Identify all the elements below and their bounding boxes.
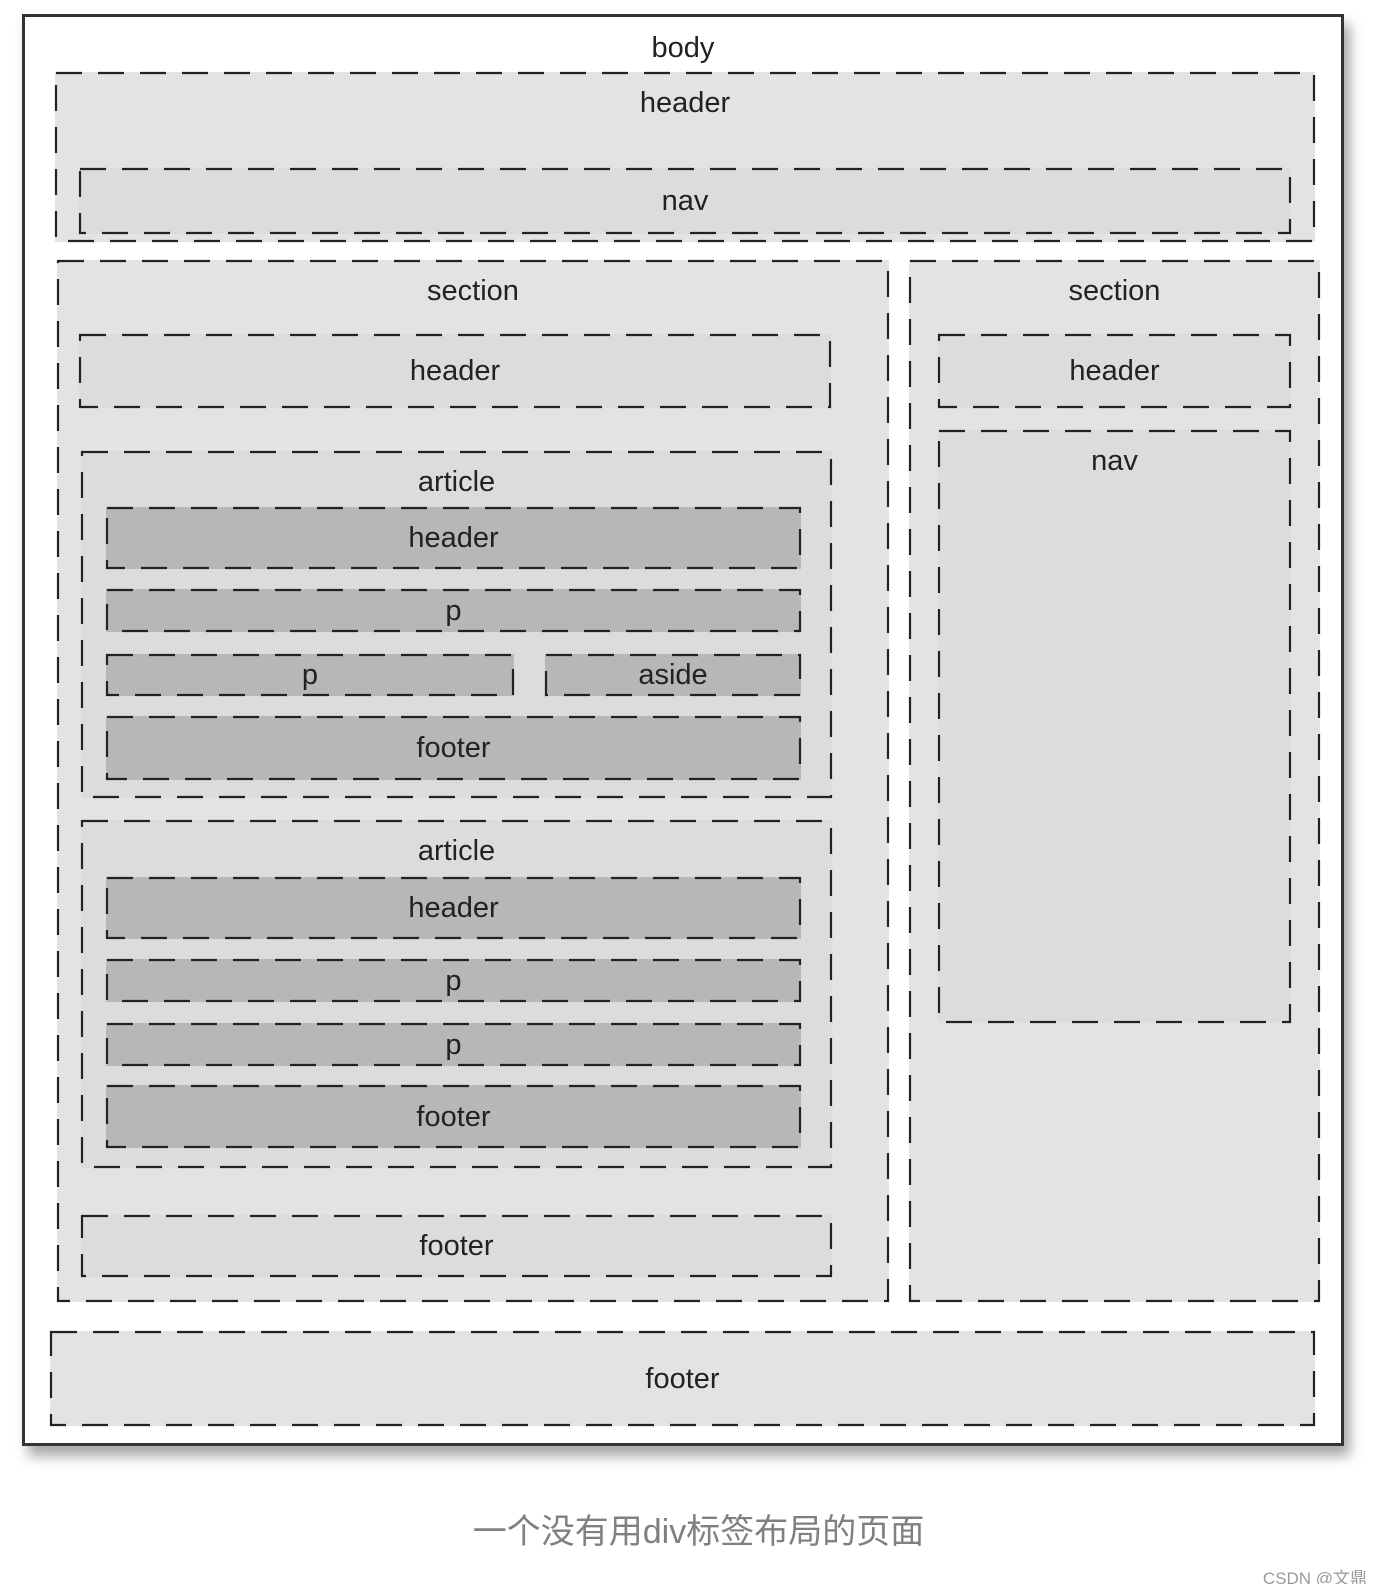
article1-p2-box: p [105, 653, 515, 697]
article1-label: article [417, 466, 496, 498]
main-section-label: section [427, 275, 519, 307]
article1-p2-label: p [301, 659, 319, 691]
article1-p1-label: p [445, 594, 462, 627]
article2-footer-label: footer [416, 1100, 491, 1133]
side-section-header-box: header [937, 333, 1292, 409]
main-section-footer-label: footer [419, 1230, 494, 1262]
page-header-label: header [639, 87, 731, 119]
side-section-header-label: header [1069, 355, 1160, 387]
article2-p1-box: p [105, 958, 802, 1003]
article2-footer-box: footer [105, 1084, 802, 1149]
main-section-header-label: header [409, 355, 501, 387]
watermark-text: CSDN @文鼎 [1262, 1569, 1367, 1584]
main-section-header-box: header [78, 333, 832, 409]
article2-label: article [417, 835, 496, 867]
article2-p2-label: p [445, 1028, 462, 1061]
body-label: body [651, 32, 715, 64]
side-section-nav-box: nav [937, 429, 1292, 1024]
article1-aside-box: aside [544, 653, 802, 697]
article1-p1-box: p [105, 588, 802, 633]
page-nav-label: nav [661, 185, 709, 217]
article2-p2-box: p [105, 1022, 802, 1067]
article2-header-label: header [408, 892, 499, 924]
article1-footer-label: footer [416, 732, 491, 764]
main-section-footer-box: footer [80, 1214, 833, 1278]
page-nav-box: nav [78, 167, 1292, 235]
article2-header-box: header [105, 876, 802, 940]
article1-footer-box: footer [105, 715, 802, 781]
side-section-label: section [1068, 275, 1161, 307]
figure-caption: 一个没有用div标签布局的页面 [472, 1513, 925, 1551]
dashed-outline [937, 429, 1292, 1024]
article1-header-label: header [408, 522, 499, 554]
article2-p1-label: p [445, 964, 462, 997]
article1-header-box: header [105, 506, 802, 570]
side-section-nav-label: nav [1091, 445, 1138, 477]
page-footer-label: footer [645, 1362, 720, 1395]
article1-aside-label: aside [638, 659, 708, 691]
page-footer-box: footer [49, 1330, 1316, 1427]
